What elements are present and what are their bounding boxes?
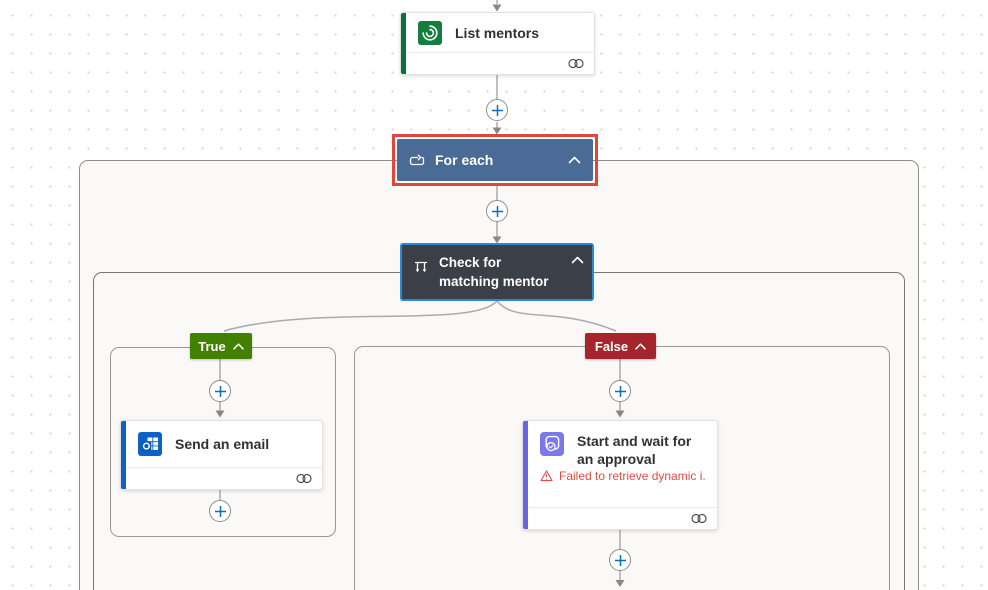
condition-icon: [412, 260, 430, 299]
card-accent-bar: [121, 421, 126, 489]
card-accent-bar: [523, 421, 528, 529]
false-branch-badge[interactable]: False: [585, 333, 656, 359]
true-branch-badge[interactable]: True: [190, 333, 252, 359]
plus-icon: [214, 505, 226, 517]
insert-step-button[interactable]: [209, 500, 231, 522]
warning-icon: [540, 470, 553, 482]
card-error-row: Failed to retrieve dynamic i...: [523, 468, 717, 489]
card-accent-bar: [401, 13, 406, 74]
loop-icon: [409, 153, 425, 167]
action-card-list-mentors[interactable]: List mentors: [400, 12, 595, 75]
selection-highlight: For each: [392, 134, 598, 186]
connection-icon[interactable]: [690, 512, 708, 525]
outlook-icon: [138, 432, 162, 456]
plus-icon: [491, 205, 503, 217]
approvals-icon: [540, 432, 564, 456]
plus-icon: [614, 385, 626, 397]
plus-icon: [614, 554, 626, 566]
dataverse-icon: [418, 20, 442, 45]
foreach-node[interactable]: For each: [397, 139, 593, 181]
collapse-chevron-icon[interactable]: [568, 156, 581, 164]
connection-icon[interactable]: [567, 57, 585, 70]
foreach-label: For each: [435, 152, 494, 168]
condition-node[interactable]: Check for matching mentor: [400, 243, 594, 301]
insert-step-button[interactable]: [609, 549, 631, 571]
card-error-text: Failed to retrieve dynamic i...: [559, 469, 705, 483]
plus-icon: [491, 104, 503, 116]
card-title: Start and wait for an approval: [577, 433, 692, 467]
connection-icon[interactable]: [295, 472, 313, 485]
insert-step-button[interactable]: [209, 380, 231, 402]
action-card-approval[interactable]: Start and wait for an approval Failed to…: [522, 420, 718, 530]
card-title: List mentors: [455, 24, 540, 41]
insert-step-button[interactable]: [609, 380, 631, 402]
card-title: Send an email: [175, 436, 270, 452]
collapse-chevron-icon: [232, 342, 244, 350]
collapse-chevron-icon: [635, 342, 646, 350]
false-branch-label: False: [594, 338, 629, 354]
action-card-send-email[interactable]: Send an email: [120, 420, 323, 490]
true-branch-label: True: [198, 338, 226, 354]
plus-icon: [214, 385, 226, 397]
condition-label: Check for matching mentor: [439, 255, 549, 289]
insert-step-button[interactable]: [486, 200, 508, 222]
collapse-chevron-icon[interactable]: [571, 256, 584, 299]
insert-step-button[interactable]: [486, 99, 508, 121]
